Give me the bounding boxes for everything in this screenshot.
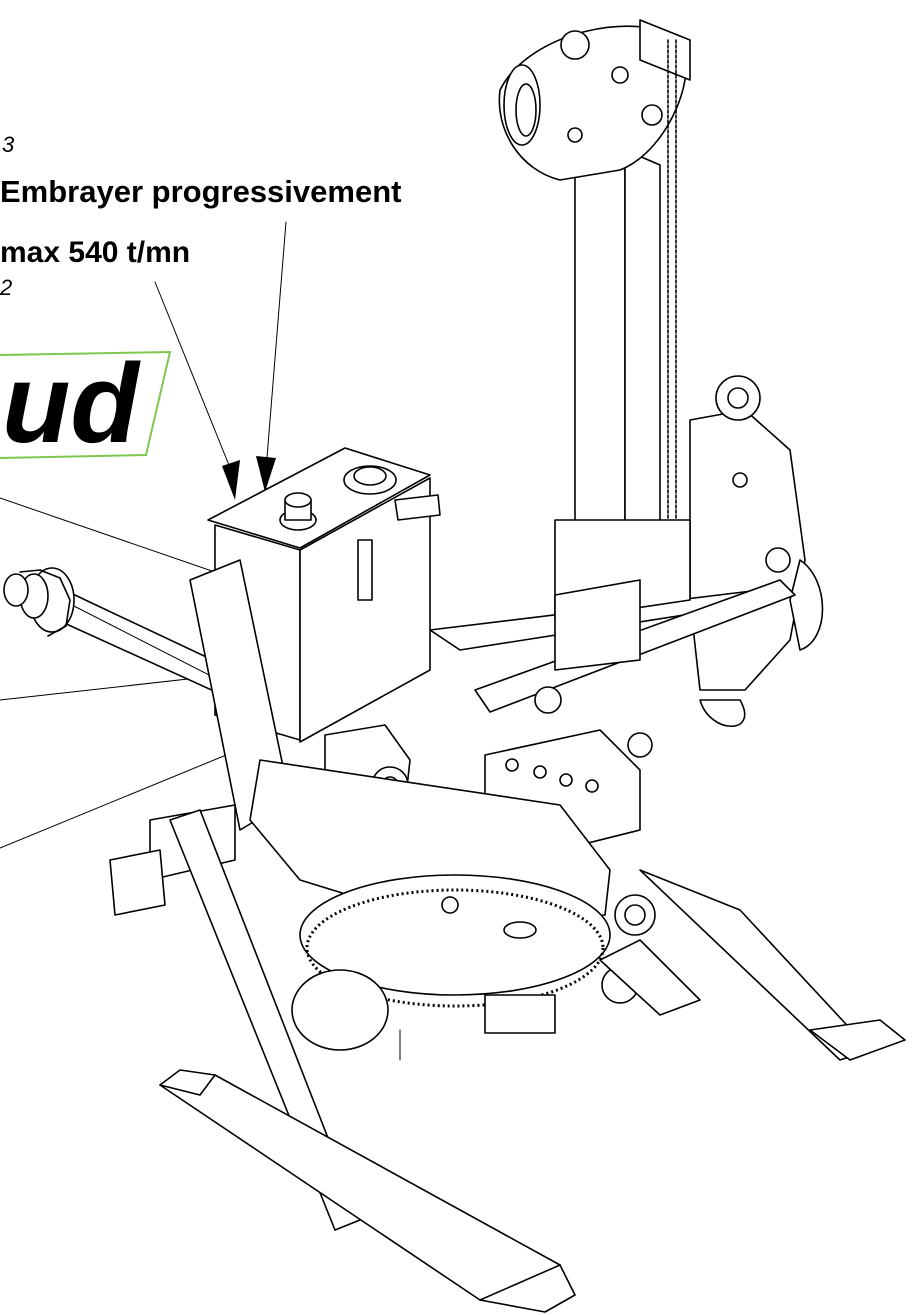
callout-2-text: max 540 t/mn <box>0 236 190 269</box>
mast <box>498 19 691 581</box>
side-bracket <box>689 375 824 728</box>
base-legs <box>159 809 906 1313</box>
callout-2-number: 2 <box>0 275 12 300</box>
carriage-frame <box>429 519 796 758</box>
callout-3-number: 3 <box>2 132 15 157</box>
brand-logo: ud <box>0 340 172 468</box>
turntable <box>249 759 656 1051</box>
logo-lettering: ud <box>2 341 141 466</box>
logo-outline <box>0 350 172 459</box>
callout-3-text: Embrayer progressivement <box>0 174 401 209</box>
